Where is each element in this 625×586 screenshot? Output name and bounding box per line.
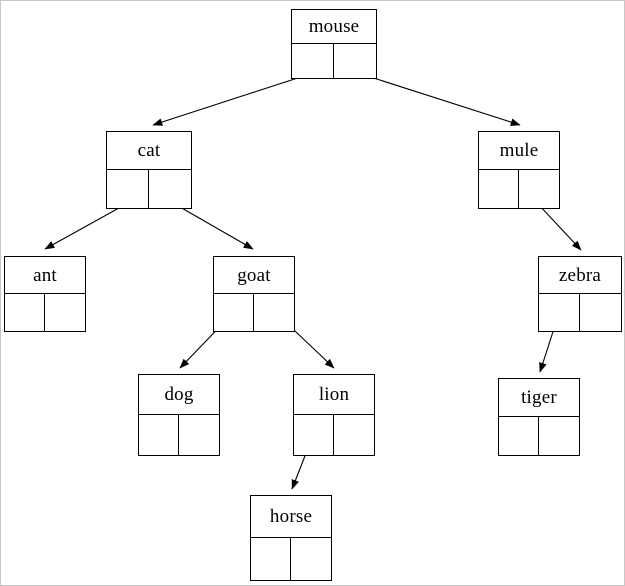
node-left-pointer-lion[interactable] bbox=[294, 415, 334, 455]
node-left-pointer-tiger[interactable] bbox=[499, 417, 539, 455]
node-pointers-horse bbox=[251, 538, 331, 580]
node-right-pointer-cat[interactable] bbox=[149, 170, 191, 208]
node-label-tiger: tiger bbox=[499, 379, 579, 417]
tree-node-mule[interactable]: mule bbox=[478, 131, 560, 209]
node-label-mouse: mouse bbox=[292, 10, 376, 44]
edge-cat-to-ant bbox=[44, 202, 129, 250]
node-right-pointer-ant[interactable] bbox=[45, 294, 85, 331]
node-left-pointer-ant[interactable] bbox=[5, 294, 45, 331]
node-label-zebra: zebra bbox=[539, 257, 621, 294]
tree-node-mouse[interactable]: mouse bbox=[291, 9, 377, 79]
edge-cat-to-goat bbox=[172, 202, 254, 250]
node-right-pointer-lion[interactable] bbox=[334, 415, 374, 455]
node-right-pointer-goat[interactable] bbox=[254, 294, 294, 331]
node-pointers-mule bbox=[479, 170, 559, 208]
node-label-cat: cat bbox=[107, 132, 191, 170]
node-label-ant: ant bbox=[5, 257, 85, 294]
tree-node-ant[interactable]: ant bbox=[4, 256, 86, 332]
node-left-pointer-mouse[interactable] bbox=[292, 44, 334, 78]
tree-node-cat[interactable]: cat bbox=[106, 131, 192, 209]
node-pointers-lion bbox=[294, 415, 374, 455]
tree-node-lion[interactable]: lion bbox=[293, 374, 375, 456]
edge-mouse-to-mule bbox=[357, 72, 521, 126]
node-pointers-cat bbox=[107, 170, 191, 208]
node-pointers-goat bbox=[214, 294, 294, 331]
node-left-pointer-dog[interactable] bbox=[139, 415, 179, 455]
node-left-pointer-horse[interactable] bbox=[251, 538, 291, 580]
node-right-pointer-dog[interactable] bbox=[179, 415, 219, 455]
node-right-pointer-mule[interactable] bbox=[519, 170, 559, 208]
node-label-horse: horse bbox=[251, 496, 331, 538]
node-pointers-zebra bbox=[539, 294, 621, 331]
node-pointers-dog bbox=[139, 415, 219, 455]
node-left-pointer-cat[interactable] bbox=[107, 170, 149, 208]
node-label-mule: mule bbox=[479, 132, 559, 170]
node-right-pointer-tiger[interactable] bbox=[539, 417, 579, 455]
node-left-pointer-goat[interactable] bbox=[214, 294, 254, 331]
node-right-pointer-horse[interactable] bbox=[291, 538, 331, 580]
node-left-pointer-zebra[interactable] bbox=[539, 294, 580, 331]
node-label-dog: dog bbox=[139, 375, 219, 415]
tree-node-horse[interactable]: horse bbox=[250, 495, 332, 581]
tree-node-tiger[interactable]: tiger bbox=[498, 378, 580, 456]
tree-node-goat[interactable]: goat bbox=[213, 256, 295, 332]
node-label-goat: goat bbox=[214, 257, 294, 294]
tree-node-dog[interactable]: dog bbox=[138, 374, 220, 456]
node-left-pointer-mule[interactable] bbox=[479, 170, 519, 208]
node-right-pointer-mouse[interactable] bbox=[334, 44, 376, 78]
tree-node-zebra[interactable]: zebra bbox=[538, 256, 622, 332]
node-pointers-mouse bbox=[292, 44, 376, 78]
node-right-pointer-zebra[interactable] bbox=[580, 294, 621, 331]
edge-mouse-to-cat bbox=[152, 72, 314, 126]
node-label-lion: lion bbox=[294, 375, 374, 415]
node-pointers-tiger bbox=[499, 417, 579, 455]
node-pointers-ant bbox=[5, 294, 85, 331]
